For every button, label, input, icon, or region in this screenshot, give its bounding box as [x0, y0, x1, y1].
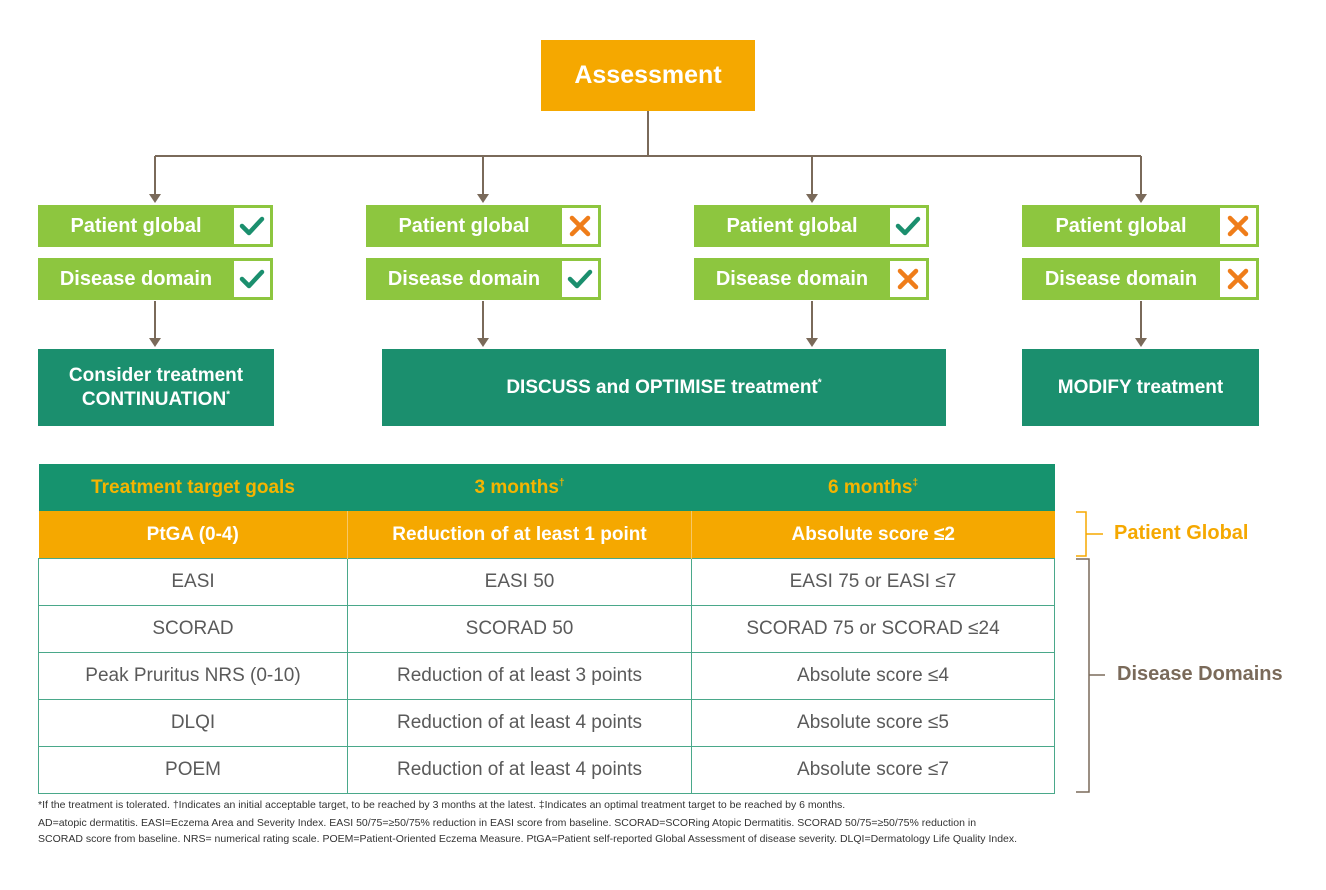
check-icon: [234, 261, 270, 297]
patient-global-box-4: Patient global: [1022, 205, 1259, 247]
table-cell: DLQI: [38, 699, 348, 747]
modify-treatment-box: MODIFY treatment: [1022, 349, 1259, 426]
table-row: EASI EASI 50 EASI 75 or EASI ≤7: [38, 558, 1055, 606]
table-cell: EASI 50: [347, 558, 692, 606]
footnote-1: *If the treatment is tolerated. †Indicat…: [38, 799, 846, 811]
footnote-2: AD=atopic dermatitis. EASI=Eczema Area a…: [38, 817, 977, 829]
disease-domain-box-3: Disease domain: [694, 258, 929, 300]
consider-continuation-box: Consider treatment CONTINUATION*: [38, 349, 274, 426]
treatment-target-table: Treatment target goals 3 months† 6 month…: [38, 464, 1055, 794]
modify-label: MODIFY treatment: [1057, 376, 1224, 398]
patient-global-label: Patient global: [398, 214, 530, 237]
table-cell: SCORAD 75 or SCORAD ≤24: [691, 605, 1055, 653]
ptga-row: PtGA (0-4) Reduction of at least 1 point…: [38, 511, 1055, 559]
table-cell: Reduction of at least 1 point: [347, 511, 692, 559]
disease-domain-label: Disease domain: [59, 267, 213, 290]
cross-icon: [1220, 208, 1256, 244]
table-row: Peak Pruritus NRS (0-10) Reduction of at…: [38, 652, 1055, 700]
check-icon: [890, 208, 926, 244]
table-cell: Absolute score ≤5: [691, 699, 1055, 747]
table-cell: EASI 75 or EASI ≤7: [691, 558, 1055, 606]
assessment-box: Assessment: [541, 40, 755, 111]
disease-domain-box-2: Disease domain: [366, 258, 601, 300]
cross-icon: [1220, 261, 1256, 297]
table-cell: Absolute score ≤2: [691, 511, 1055, 559]
disease-domain-label: Disease domain: [1044, 267, 1198, 290]
disease-domain-box-4: Disease domain: [1022, 258, 1259, 300]
patient-global-box-1: Patient global: [38, 205, 273, 247]
cross-icon: [562, 208, 598, 244]
table-row: DLQI Reduction of at least 4 points Abso…: [38, 699, 1055, 747]
table-cell: Reduction of at least 3 points: [347, 652, 692, 700]
cross-icon: [890, 261, 926, 297]
table-cell: Reduction of at least 4 points: [347, 699, 692, 747]
table-cell: PtGA (0-4): [38, 511, 348, 559]
patient-global-label: Patient global: [1055, 214, 1187, 237]
discuss-label: DISCUSS and OPTIMISE treatment*: [506, 376, 822, 398]
header-3-months: 3 months†: [347, 464, 692, 511]
table-cell: EASI: [38, 558, 348, 606]
continuation-line1: Consider treatment: [68, 364, 244, 386]
table-cell: Peak Pruritus NRS (0-10): [38, 652, 348, 700]
table-cell: Absolute score ≤4: [691, 652, 1055, 700]
patient-global-label: Patient global: [70, 214, 202, 237]
disease-domain-label: Disease domain: [715, 267, 869, 290]
check-icon: [562, 261, 598, 297]
table-cell: Absolute score ≤7: [691, 746, 1055, 794]
table-header-row: Treatment target goals 3 months† 6 month…: [38, 464, 1055, 511]
discuss-optimise-box: DISCUSS and OPTIMISE treatment*: [382, 349, 946, 426]
table-cell: POEM: [38, 746, 348, 794]
table-row: SCORAD SCORAD 50 SCORAD 75 or SCORAD ≤24: [38, 605, 1055, 653]
table-row: POEM Reduction of at least 4 points Abso…: [38, 746, 1055, 794]
table-cell: SCORAD: [38, 605, 348, 653]
header-goals: Treatment target goals: [38, 464, 348, 511]
header-6-months: 6 months‡: [691, 464, 1055, 511]
table-cell: Reduction of at least 4 points: [347, 746, 692, 794]
check-icon: [234, 208, 270, 244]
patient-global-box-3: Patient global: [694, 205, 929, 247]
patient-global-box-2: Patient global: [366, 205, 601, 247]
disease-domains-group-label: Disease Domains: [1117, 663, 1283, 685]
disease-domains-bracket: [1076, 558, 1090, 793]
continuation-line2: CONTINUATION*: [81, 388, 231, 410]
patient-global-bracket: [1076, 511, 1087, 557]
footnote-3: SCORAD score from baseline. NRS= numeric…: [38, 833, 1018, 845]
disease-domain-label: Disease domain: [387, 267, 541, 290]
disease-domain-box-1: Disease domain: [38, 258, 273, 300]
table-cell: SCORAD 50: [347, 605, 692, 653]
patient-global-label: Patient global: [726, 214, 858, 237]
patient-global-group-label: Patient Global: [1114, 522, 1249, 544]
